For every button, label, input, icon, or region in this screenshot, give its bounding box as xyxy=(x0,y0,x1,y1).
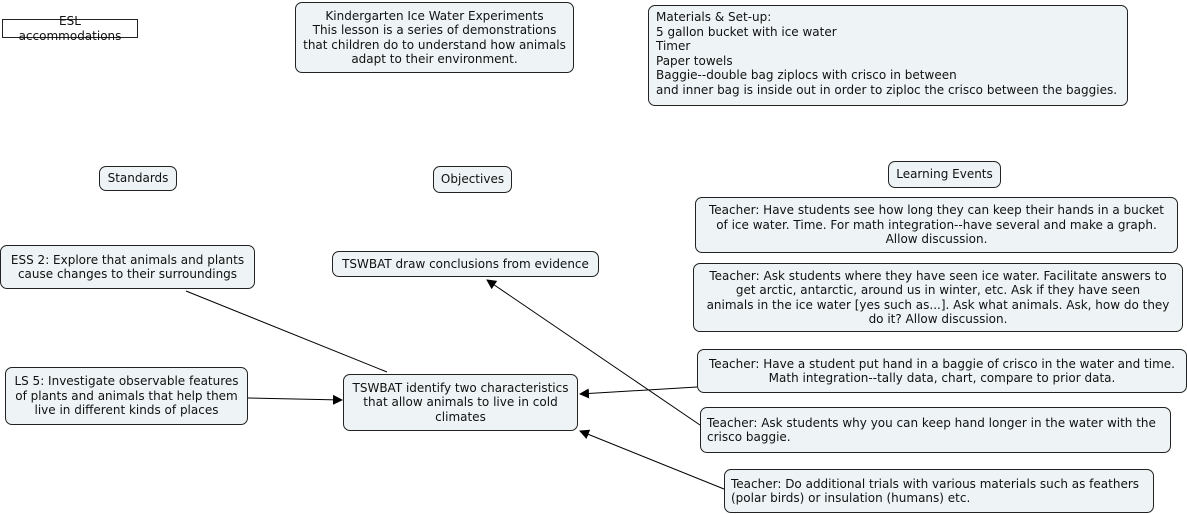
link-event5-to-characteristics xyxy=(579,429,725,490)
objectives-node[interactable]: Objectives xyxy=(433,166,512,193)
link-ls5-to-characteristics xyxy=(247,394,343,405)
ess2-node[interactable]: ESS 2: Explore that animals and plants c… xyxy=(0,245,255,289)
standards-node[interactable]: Standards xyxy=(99,166,177,191)
objective-characteristics-node[interactable]: TSWBAT identify two characteristics that… xyxy=(343,374,578,431)
link-event4-to-conclusions xyxy=(486,279,701,426)
link-event3-to-characteristics xyxy=(579,386,698,399)
materials-node[interactable]: Materials & Set-up: 5 gallon bucket with… xyxy=(648,5,1128,106)
learning-events-node[interactable]: Learning Events xyxy=(888,161,1001,188)
learning-event-4-node[interactable]: Teacher: Ask students why you can keep h… xyxy=(700,407,1171,453)
link-ess2-to-characteristics xyxy=(185,290,388,373)
objective-conclusions-node[interactable]: TSWBAT draw conclusions from evidence xyxy=(332,251,599,277)
esl-accommodations-node[interactable]: ESL accommodations xyxy=(2,14,138,43)
learning-event-2-node[interactable]: Teacher: Ask students where they have se… xyxy=(693,263,1183,332)
title-node[interactable]: Kindergarten Ice Water Experiments This … xyxy=(295,2,574,73)
learning-event-1-node[interactable]: Teacher: Have students see how long they… xyxy=(695,197,1178,253)
ls5-node[interactable]: LS 5: Investigate observable features of… xyxy=(5,367,248,425)
learning-event-5-node[interactable]: Teacher: Do additional trials with vario… xyxy=(724,469,1154,513)
learning-event-3-node[interactable]: Teacher: Have a student put hand in a ba… xyxy=(697,349,1187,393)
